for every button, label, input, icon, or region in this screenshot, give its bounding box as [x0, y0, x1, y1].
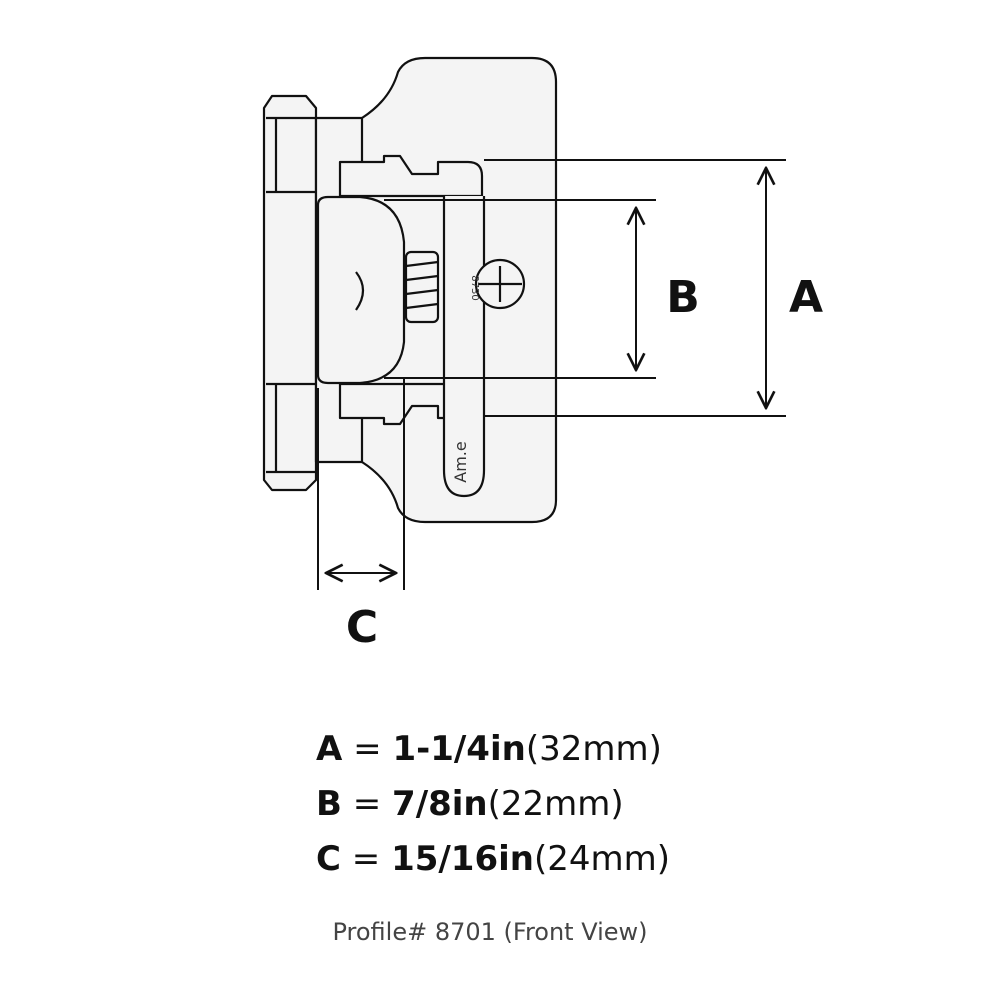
dimension-a-label: A: [789, 272, 823, 323]
spec-letter: C: [316, 839, 341, 879]
spec-imperial: 15/16in: [391, 839, 534, 879]
spec-row-b: B = 7/8in(22mm): [316, 777, 916, 832]
dimension-b: [384, 199, 656, 379]
adjustment-slot: [442, 196, 486, 498]
spec-letter: B: [316, 784, 342, 824]
cam-slot: [355, 271, 365, 311]
screw-hole: [474, 258, 526, 310]
hinge-knuckle: [262, 94, 318, 492]
spec-letter: A: [316, 729, 343, 769]
dimension-c-label: C: [346, 602, 378, 653]
spec-equals: =: [341, 784, 393, 824]
hinge-logo: Am.e: [451, 441, 470, 482]
spec-equals: =: [340, 839, 392, 879]
hinge-illustration: [262, 56, 558, 524]
profile-caption: Profile# 8701 (Front View): [332, 918, 648, 946]
upper-bracket: [338, 154, 484, 198]
dimension-a: [484, 159, 786, 417]
spec-metric: (32mm): [525, 729, 662, 769]
dimension-b-label: B: [666, 272, 700, 323]
spec-row-c: C = 15/16in(24mm): [316, 832, 916, 887]
hinge-part-number: 8730: [469, 275, 480, 300]
spec-imperial: 7/8in: [392, 784, 488, 824]
spec-equals: =: [342, 729, 393, 769]
spec-metric: (22mm): [487, 784, 624, 824]
dimension-specs: A = 1-1/4in(32mm) B = 7/8in(22mm) C = 15…: [316, 722, 916, 887]
dimension-c: [317, 378, 405, 590]
spec-row-a: A = 1-1/4in(32mm): [316, 722, 916, 777]
spec-metric: (24mm): [533, 839, 671, 879]
cam-clip: [316, 195, 406, 385]
spec-imperial: 1-1/4in: [392, 729, 526, 769]
adjustment-screw: [404, 250, 440, 324]
